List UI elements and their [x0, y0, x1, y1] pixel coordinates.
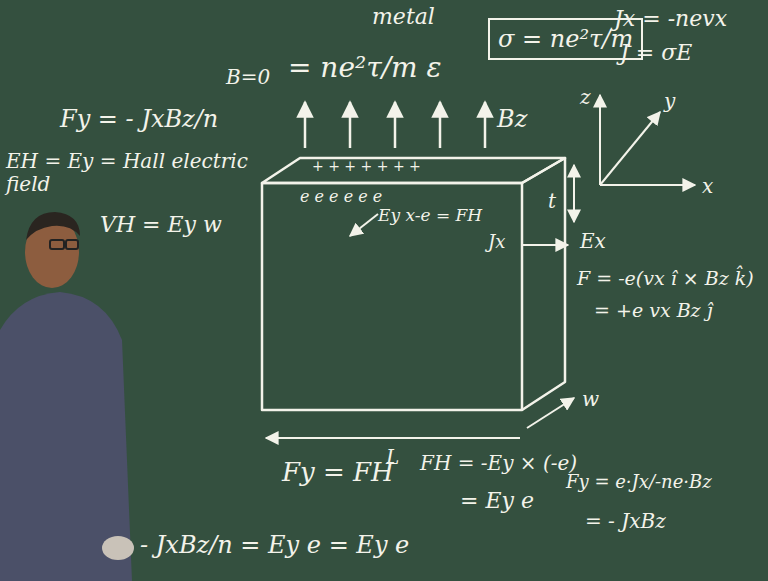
- chalk-label: Bz: [497, 106, 527, 134]
- field-arrow: [484, 102, 487, 148]
- field-arrow: [439, 102, 442, 148]
- chalk-label: = - JxBz: [585, 510, 666, 533]
- chalk-label: J = σE: [620, 40, 692, 65]
- chalk-label: y: [664, 90, 675, 113]
- chalk-label: = +e vx Bz ĵ: [594, 300, 713, 322]
- chalk-label: metal: [372, 4, 435, 29]
- dimension-arrow: [266, 437, 520, 439]
- formula: σ = ne²τ/m: [498, 26, 633, 52]
- dimension-arrow: [573, 165, 575, 222]
- chalk-label: FH = -Ey × (-e): [420, 452, 577, 475]
- lecturer-glasses: [66, 240, 78, 249]
- chalk-label: B=0: [226, 66, 270, 89]
- chalk-label: - JxBz/n = Ey e = Ey e: [140, 532, 409, 560]
- lecturer-hair: [26, 212, 80, 240]
- chalk-label: Fy = - JxBz/n: [60, 106, 218, 134]
- chalk-label: x: [702, 175, 713, 198]
- slab-top: [262, 158, 565, 183]
- axis: [599, 95, 601, 185]
- force-arrow: [350, 214, 378, 236]
- charge-note: + + + + + + +: [312, 159, 421, 174]
- chalk-label: Fy = e·Jx/-ne·Bz: [566, 472, 712, 493]
- axis: [600, 112, 660, 185]
- chalk-label: VH = Ey w: [100, 212, 222, 237]
- field-arrow: [522, 244, 568, 246]
- chalk-label: Ex: [580, 230, 606, 253]
- charge-note: e e e e e e: [300, 188, 382, 206]
- chalk-label: Jx = -nevx: [614, 6, 727, 31]
- chalk-label: z: [580, 86, 591, 109]
- chalk-label: EH = Ey = Hall electric field: [6, 150, 256, 196]
- chalk-label: Fy = FH: [282, 458, 394, 488]
- chalk-label: = ne²τ/m ε: [288, 52, 442, 84]
- charge-note: Ey x-e = FH: [378, 206, 482, 225]
- chalk-label: F = -e(vx î × Bz k̂): [577, 268, 754, 290]
- lecturer-glasses: [50, 240, 64, 249]
- axis: [600, 184, 695, 186]
- dimension-arrow: [527, 398, 574, 428]
- field-arrow: [394, 102, 397, 148]
- field-arrow: [349, 102, 352, 148]
- chalk-label: Jx: [488, 232, 505, 253]
- slab-side: [522, 158, 565, 410]
- chalk-label: t: [548, 190, 556, 213]
- field-arrow: [304, 102, 307, 148]
- lecturer-hand: [102, 536, 134, 560]
- chalk-label: = Ey e: [460, 488, 534, 513]
- chalk-label: w: [582, 388, 599, 411]
- slab-region: + + + + + + + e e e e e eEy x-e = FH: [262, 156, 565, 236]
- slab-front: [262, 183, 522, 410]
